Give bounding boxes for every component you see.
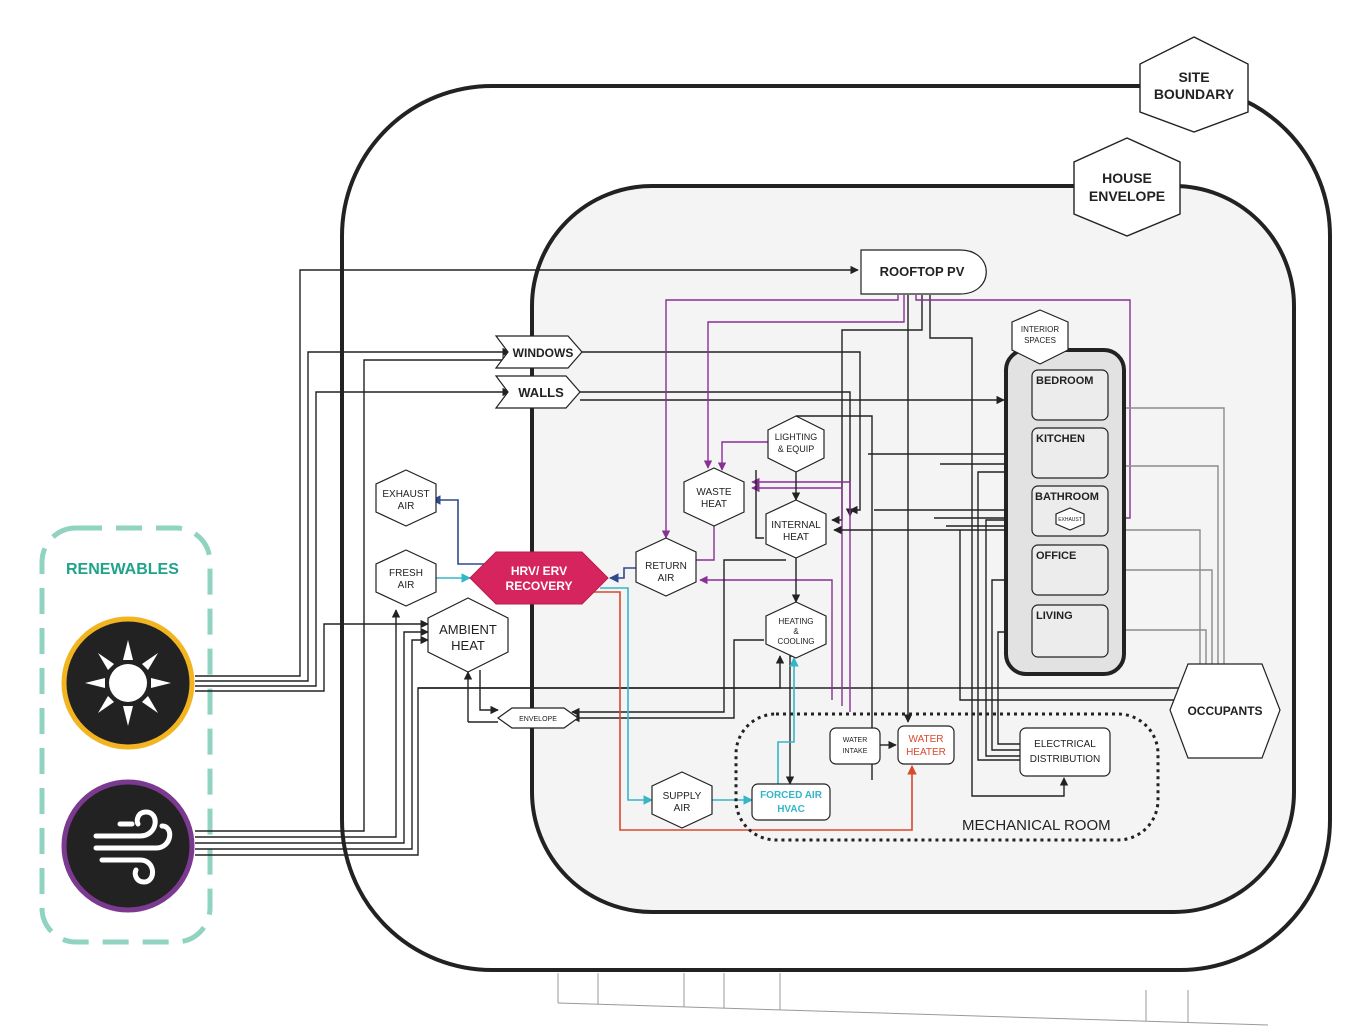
heating-cooling-node[interactable] xyxy=(765,601,827,659)
walls-label: WALLS xyxy=(518,385,564,400)
pv-output-lines xyxy=(831,295,1069,797)
renewables-label: RENEWABLES xyxy=(66,561,179,578)
site-ground-lines xyxy=(557,973,1269,1026)
hrv-to-supply xyxy=(600,587,653,805)
room-kitchen[interactable] xyxy=(1031,427,1109,479)
wind-icon xyxy=(61,779,195,913)
room-office[interactable] xyxy=(1031,544,1109,596)
renewables-box xyxy=(39,525,213,945)
hrv-to-exhaust xyxy=(431,495,488,565)
room-living[interactable] xyxy=(1031,604,1109,658)
sun-icon xyxy=(61,616,195,750)
room-bedroom[interactable] xyxy=(1031,369,1109,421)
walls-node[interactable] xyxy=(494,375,581,409)
room-label: OFFICE xyxy=(1036,550,1076,562)
hrv-erv-node[interactable] xyxy=(469,551,609,605)
windows-label: WINDOWS xyxy=(513,346,574,360)
return-air-node[interactable] xyxy=(635,537,697,597)
house-envelope-badge xyxy=(1073,137,1181,237)
purple-heat-flows xyxy=(661,295,1131,712)
heating-cooling-label: HEATING&COOLING xyxy=(778,617,815,646)
envelope-node[interactable] xyxy=(496,707,580,729)
rooftop-pv-node[interactable] xyxy=(860,249,987,295)
occupants-node[interactable] xyxy=(1169,663,1281,759)
mechanical-room-outline xyxy=(734,712,1160,842)
hvac-to-heating xyxy=(777,657,799,784)
bathroom-exhaust-node[interactable] xyxy=(1055,507,1085,531)
water-heater-node[interactable] xyxy=(897,725,955,765)
water-intake-node[interactable] xyxy=(829,727,881,765)
walls-to-internal xyxy=(580,391,855,517)
sun-output-lines xyxy=(195,265,859,692)
waste-heat-node[interactable] xyxy=(683,467,745,527)
occupant-flows xyxy=(1109,403,1225,664)
fresh-air-node[interactable] xyxy=(375,549,437,607)
mechanical-room-label: MECHANICAL ROOM xyxy=(962,817,1111,834)
room-label: KITCHEN xyxy=(1036,433,1085,445)
room-label: BATHROOM xyxy=(1035,491,1099,503)
lighting-equip-label: LIGHTING& EQUIP xyxy=(775,432,818,454)
internal-heat-node[interactable] xyxy=(765,499,827,559)
room-label: BEDROOM xyxy=(1036,375,1093,387)
hrv-to-water-heater xyxy=(594,591,917,831)
interior-spaces-badge xyxy=(1011,309,1069,365)
envelope-label: ENVELOPE xyxy=(519,716,557,723)
windows-node[interactable] xyxy=(494,335,583,369)
site-boundary-badge xyxy=(1139,36,1249,133)
room-label: LIVING xyxy=(1036,610,1073,622)
rooftop-pv-label: ROOFTOP PV xyxy=(880,264,965,279)
lighting-equip-node[interactable] xyxy=(767,415,825,473)
room-list: BEDROOM KITCHEN BATHROOM EXHAUST OFFICE … xyxy=(1031,369,1109,658)
exhaust-air-node[interactable] xyxy=(375,469,437,527)
supply-air-node[interactable] xyxy=(651,771,713,829)
return-to-hrv xyxy=(609,567,636,583)
ambient-heat-node[interactable] xyxy=(427,597,509,673)
wind-output-lines xyxy=(195,355,1180,856)
windows-to-internal xyxy=(582,351,861,515)
forced-air-hvac-node[interactable] xyxy=(751,783,831,821)
bathroom-exhaust-label: EXHAUST xyxy=(1058,517,1082,523)
occupants-label: OCCUPANTS xyxy=(1187,704,1262,718)
electrical-distribution-node[interactable] xyxy=(1019,727,1111,777)
